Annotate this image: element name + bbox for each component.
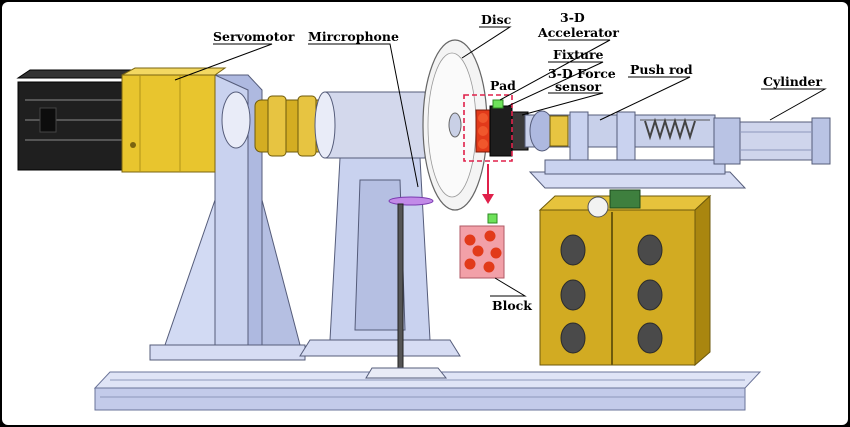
label-accelerator-line2: Accelerator (537, 25, 619, 40)
label-servomotor: Servomotor (213, 29, 295, 44)
base-plate (93, 371, 762, 411)
label-push-rod: Push rod (630, 62, 693, 77)
label-disc: Disc (481, 12, 512, 27)
motor-stand (149, 74, 306, 361)
label-cylinder: Cylinder (763, 74, 822, 89)
label-block: Block (492, 298, 532, 313)
label-pad: Pad (490, 78, 516, 93)
leader-lines (174, 26, 827, 297)
disc (422, 39, 488, 211)
label-microphone: Mircrophone (308, 29, 399, 44)
label-fixture: Fixture (553, 47, 604, 62)
cylinder (713, 117, 831, 165)
pad-fixture-assembly (463, 94, 529, 162)
servomotor (16, 67, 227, 173)
gold-load-frame (538, 189, 712, 367)
block-inset (459, 164, 505, 279)
push-rod-assembly (524, 110, 747, 189)
label-force-sensor-line1: 3-D Force (548, 66, 616, 81)
highlight-box (463, 94, 513, 162)
label-force-sensor-line2: sensor (555, 79, 601, 94)
microphone (365, 196, 448, 379)
label-accelerator-line1: 3-D (560, 10, 585, 25)
